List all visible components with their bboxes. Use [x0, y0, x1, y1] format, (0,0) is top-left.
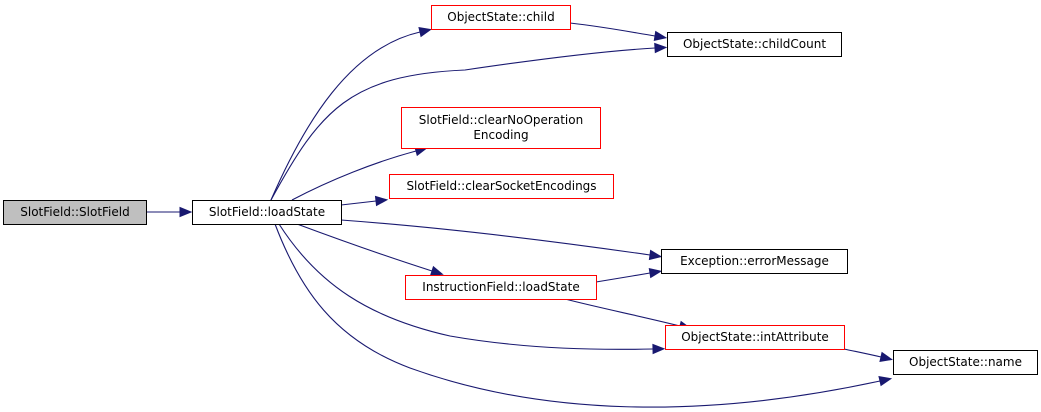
- node-objstate_child[interactable]: ObjectState::child: [431, 5, 571, 30]
- arrowhead: [179, 206, 193, 218]
- node-label: SlotField::SlotField: [20, 205, 129, 219]
- node-objstate_name[interactable]: ObjectState::name: [893, 350, 1038, 375]
- edge-line: [270, 31, 421, 201]
- node-box: [893, 350, 1038, 375]
- edge-objstate_child-to-objstate_childcount: [569, 22, 668, 42]
- arrowhead: [418, 26, 432, 38]
- edge-loadstate-to-clear_socket: [340, 195, 389, 207]
- node-box: [661, 249, 848, 274]
- node-clear_socket[interactable]: SlotField::clearSocketEncodings: [389, 174, 614, 199]
- edge-loadstate-to-objstate_name: [274, 223, 893, 408]
- edge-loadstate-to-objstate_child: [270, 26, 432, 201]
- node-objstate_intattr[interactable]: ObjectState::intAttribute: [665, 325, 845, 350]
- node-label: ObjectState::childCount: [683, 37, 826, 51]
- arrowhead: [878, 375, 893, 387]
- arrowhead: [648, 267, 663, 279]
- arrowhead: [374, 195, 389, 207]
- node-box: [405, 275, 597, 300]
- arrowhead: [653, 30, 668, 42]
- node-box: [431, 5, 571, 30]
- node-box: [401, 107, 601, 149]
- edge-line: [843, 348, 882, 358]
- node-loadstate[interactable]: SlotField::loadState: [192, 200, 342, 225]
- edge-loadstate-to-instr_loadstate: [296, 223, 444, 276]
- edge-line: [296, 223, 433, 272]
- node-objstate_childcount[interactable]: ObjectState::childCount: [667, 32, 842, 57]
- node-label: Encoding: [473, 128, 528, 142]
- edge-line: [564, 298, 681, 327]
- arrowhead: [648, 249, 663, 261]
- edge-line: [340, 200, 377, 206]
- edge-loadstate-to-exception_msg: [340, 219, 663, 261]
- node-label: ObjectState::intAttribute: [681, 330, 829, 344]
- node-box: [665, 325, 845, 350]
- arrowhead: [652, 343, 666, 355]
- edge-slotfield_ctor-to-loadstate: [146, 206, 193, 218]
- edge-line: [270, 47, 656, 201]
- arrowhead: [654, 42, 668, 54]
- edge-line: [595, 272, 651, 283]
- nodes-layer: SlotField::SlotField SlotField::loadState…: [3, 5, 1038, 375]
- node-box: [3, 200, 147, 225]
- edge-instr_loadstate-to-exception_msg: [595, 267, 663, 283]
- node-label: SlotField::loadState: [209, 205, 325, 219]
- node-label: ObjectState::name: [909, 355, 1022, 369]
- node-label: SlotField::clearSocketEncodings: [406, 179, 596, 193]
- edge-line: [278, 223, 654, 350]
- edge-line: [569, 22, 656, 37]
- edge-objstate_intattr-to-objstate_name: [843, 348, 893, 363]
- edge-line: [291, 150, 417, 201]
- arrowhead: [879, 351, 893, 363]
- node-box: [389, 174, 614, 199]
- edge-line: [274, 223, 881, 408]
- node-label: ObjectState::child: [447, 10, 554, 24]
- node-instr_loadstate[interactable]: InstructionField::loadState: [405, 275, 597, 300]
- node-label: Exception::errorMessage: [680, 254, 829, 268]
- edge-loadstate-to-objstate_childcount: [270, 42, 668, 201]
- edge-loadstate-to-objstate_intattr: [278, 223, 666, 355]
- node-label: InstructionField::loadState: [422, 280, 579, 294]
- node-slotfield_ctor[interactable]: SlotField::SlotField: [3, 200, 147, 225]
- arrowhead: [429, 265, 444, 276]
- edge-line: [340, 219, 651, 256]
- node-label: SlotField::clearNoOperation: [419, 113, 583, 127]
- node-exception_msg[interactable]: Exception::errorMessage: [661, 249, 848, 274]
- node-box: [667, 32, 842, 57]
- node-box: [192, 200, 342, 225]
